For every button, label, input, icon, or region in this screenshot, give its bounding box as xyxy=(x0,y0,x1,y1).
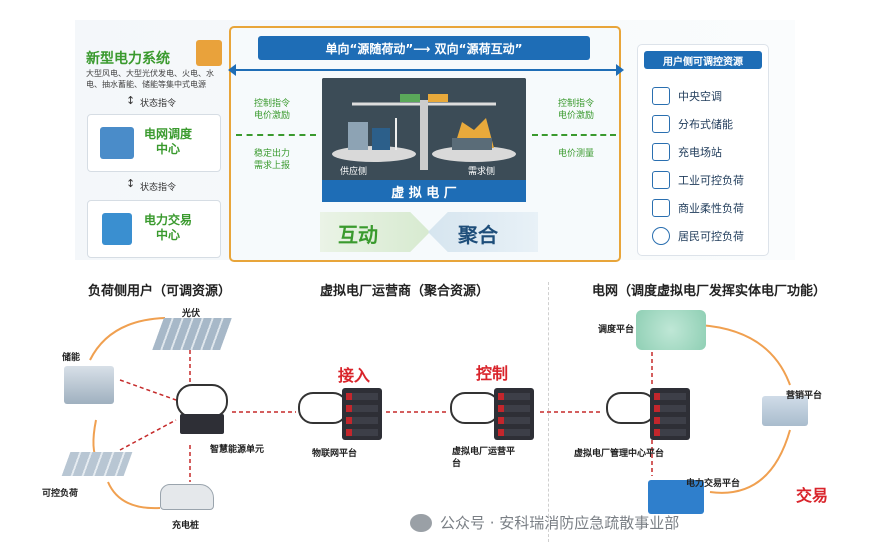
storage-icon xyxy=(64,366,114,404)
interact-arrow xyxy=(320,212,430,252)
resource-storage: 分布式储能 xyxy=(652,115,733,133)
watermark-text: 公众号 · 安科瑞消防应急疏散事业部 xyxy=(440,514,680,532)
stable-output-left: 稳定出力 xyxy=(254,149,291,159)
right-panel: 用户侧可调控资源 中央空调 分布式储能 充电场站 工业可控负荷 商业柔性负荷 居… xyxy=(637,44,769,256)
laptop-icon xyxy=(648,480,704,514)
bottom-header-operator: 虚拟电厂运营商（聚合资源） xyxy=(320,284,490,299)
vpp-label-bar: 虚 拟 电 厂 xyxy=(322,180,526,202)
ev-car-icon xyxy=(160,484,214,510)
arrow-icon: ↕ xyxy=(126,94,136,107)
trade-label: 交易 xyxy=(796,486,829,505)
charger-icon xyxy=(652,143,670,161)
iot-server-icon xyxy=(342,388,382,440)
power-system-desc: 大型风电、大型光伏发电、火电、水电、抽水蓄能、储能等集中式电源 xyxy=(86,69,214,89)
solar-panel-icon xyxy=(152,318,232,350)
operator-label: 虚拟电厂运营平台 xyxy=(452,447,516,469)
trading-center-box: 电力交易 中心 xyxy=(87,200,221,258)
aggregate-arrow xyxy=(428,212,538,252)
control-label: 控制 xyxy=(476,364,509,383)
marketing-label: 营销平台 xyxy=(786,391,823,401)
aggregate-label: 聚合 xyxy=(458,223,498,247)
dashed-arrow-right-1 xyxy=(532,134,616,136)
people-icon xyxy=(652,227,670,245)
new-power-system-title: 新型电力系统 xyxy=(86,51,170,67)
status-instruction-1: 状态指令 xyxy=(140,99,177,109)
demand-report-left: 需求上报 xyxy=(254,161,291,171)
trading-platform-label: 电力交易平台 xyxy=(686,479,741,489)
right-panel-title-text: 用户侧可调控资源 xyxy=(663,56,743,68)
arc-marketing-trade xyxy=(709,429,791,494)
iot-label: 物联网平台 xyxy=(312,449,358,459)
arc-storage-pv xyxy=(89,317,166,361)
access-label: 接入 xyxy=(338,366,371,385)
dispatch-platform-icon xyxy=(636,310,706,350)
smart-unit-device xyxy=(180,414,224,434)
resource-ac: 中央空调 xyxy=(652,87,722,105)
mgmt-label: 虚拟电厂管理中心平台 xyxy=(574,449,665,459)
status-instruction-2: 状态指令 xyxy=(140,183,177,193)
cloud-icon xyxy=(298,392,348,424)
trading-icon xyxy=(102,213,132,245)
cloud-icon xyxy=(606,392,656,424)
dispatch-center-label: 电网调度 中心 xyxy=(144,127,193,156)
building-icon xyxy=(652,199,670,217)
controllable-load-label: 可控负荷 xyxy=(42,489,79,499)
dispatch-center-box: 电网调度 中心 xyxy=(87,114,221,172)
snowflake-icon xyxy=(652,87,670,105)
dispatch-platform-label: 调度平台 xyxy=(598,325,635,335)
dashed-arrow-left-1 xyxy=(236,134,316,136)
storage-label: 储能 xyxy=(62,353,81,363)
arc-load-charger xyxy=(107,481,161,510)
left-panel: 新型电力系统 大型风电、大型光伏发电、火电、水电、抽水蓄能、储能等集中式电源 ↕… xyxy=(82,22,227,262)
cloud-icon xyxy=(176,384,228,418)
bottom-header-grid: 电网（调度虚拟电厂发挥实体电厂功能） xyxy=(592,284,827,299)
demand-side-label: 需求侧 xyxy=(468,167,496,177)
double-arrow xyxy=(232,69,620,71)
power-station-icon xyxy=(196,40,222,66)
arrow-head-right xyxy=(616,64,624,76)
mgmt-server-icon xyxy=(650,388,690,440)
price-incentive-right: 电价激励 xyxy=(558,111,595,121)
pv-label: 光伏 xyxy=(182,309,201,319)
bottom-header-load: 负荷侧用户（可调资源） xyxy=(88,284,232,299)
control-instruction-left: 控制指令 xyxy=(254,99,291,109)
supply-side-label: 供应侧 xyxy=(340,167,368,177)
balance-scale-graphic xyxy=(322,78,526,182)
price-incentive-left: 电价激励 xyxy=(254,111,291,121)
resource-charging: 充电场站 xyxy=(652,143,722,161)
factory-icon xyxy=(652,171,670,189)
resource-residential: 居民可控负荷 xyxy=(652,227,744,245)
trading-center-label: 电力交易 中心 xyxy=(144,213,193,242)
balance-scene xyxy=(322,78,526,182)
arrow-icon: ↕ xyxy=(126,177,136,190)
mode-banner: 单向“源随荷动”⟶ 双向“源荷互动” xyxy=(258,36,590,60)
interact-label: 互动 xyxy=(338,223,378,247)
control-instruction-right: 控制指令 xyxy=(558,99,595,109)
resource-commercial: 商业柔性负荷 xyxy=(652,199,744,217)
vpp-label: 虚 拟 电 厂 xyxy=(391,185,457,201)
operator-server-icon xyxy=(494,388,534,440)
controllable-load-icon xyxy=(61,452,133,476)
smart-unit-label: 智慧能源单元 xyxy=(210,445,265,455)
wechat-icon xyxy=(410,514,432,532)
battery-icon xyxy=(652,115,670,133)
dispatch-icon xyxy=(100,127,134,159)
price-measure-right: 电价测量 xyxy=(558,149,595,159)
resource-industrial: 工业可控负荷 xyxy=(652,171,744,189)
arc-dispatch-marketing xyxy=(699,324,791,386)
cloud-icon xyxy=(450,392,500,424)
right-panel-title: 用户侧可调控资源 xyxy=(644,51,762,69)
mode-banner-text: 单向“源随荷动”⟶ 双向“源荷互动” xyxy=(325,41,523,56)
charger-label: 充电桩 xyxy=(172,521,200,531)
arrow-head-left xyxy=(228,64,236,76)
marketing-building-icon xyxy=(762,396,808,426)
